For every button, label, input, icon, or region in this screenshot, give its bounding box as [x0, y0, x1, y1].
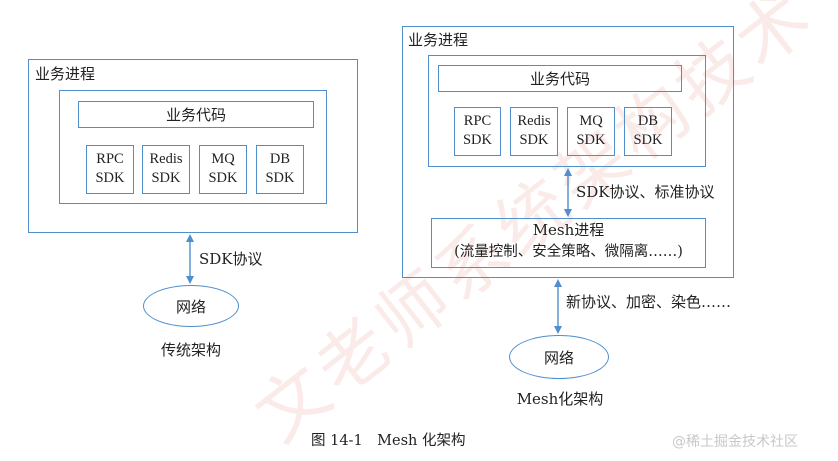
mesh-title: Mesh进程	[532, 221, 605, 239]
left-process-label: 业务进程	[35, 65, 96, 83]
sdk-line2: SDK	[151, 170, 181, 186]
right-process-label: 业务进程	[408, 31, 469, 49]
right-business-code-label: 业务代码	[529, 70, 590, 88]
left-business-code-box: 业务代码	[78, 101, 314, 128]
sdk-line1: DB	[637, 113, 659, 129]
right-business-process-box	[402, 26, 734, 278]
sdk-line2: SDK	[633, 132, 663, 148]
sdk-line1: Redis	[149, 151, 183, 167]
left-network-ellipse: 网络	[143, 285, 239, 327]
left-sdk-mq: MQ SDK	[199, 145, 247, 194]
sdk-line1: RPC	[463, 113, 492, 129]
left-arrow-label: SDK协议	[199, 250, 263, 268]
right-business-code-box: 业务代码	[438, 65, 682, 92]
right-inner-box	[428, 55, 706, 167]
sdk-line2: SDK	[576, 132, 606, 148]
right-sdk-rpc: RPC SDK	[454, 107, 501, 156]
right-sdk-db: DB SDK	[624, 107, 672, 156]
credit-text: @稀土掘金技术社区	[672, 434, 798, 450]
left-network-label: 网络	[175, 297, 206, 316]
sdk-line1: MQ	[211, 151, 235, 167]
sdk-line1: RPC	[96, 151, 124, 167]
right-sdk-redis: Redis SDK	[510, 107, 558, 156]
right-arrow-label-top: SDK协议、标准协议	[576, 183, 715, 201]
left-inner-box	[59, 90, 327, 204]
mesh-desc: (流量控制、安全策略、微隔离……)	[454, 244, 683, 260]
right-network-label: 网络	[543, 348, 574, 367]
sdk-line2: SDK	[462, 132, 492, 148]
left-caption: 传统架构	[160, 341, 221, 359]
figure-caption: 图 14-1 Mesh 化架构	[311, 433, 466, 449]
right-arrow-label-bottom: 新协议、加密、染色……	[566, 293, 732, 311]
right-network-ellipse: 网络	[509, 335, 609, 379]
left-sdk-db: DB SDK	[256, 145, 304, 194]
sdk-line1: Redis	[517, 113, 551, 129]
left-sdk-redis: Redis SDK	[142, 145, 190, 194]
left-business-process-box	[28, 59, 358, 233]
sdk-line1: MQ	[579, 113, 603, 129]
sdk-line1: DB	[269, 151, 291, 167]
sdk-line2: SDK	[265, 170, 295, 186]
right-caption: Mesh化架构	[516, 390, 604, 408]
sdk-line2: SDK	[208, 170, 238, 186]
sdk-line2: SDK	[95, 170, 125, 186]
mesh-process-box	[431, 218, 706, 268]
left-business-code-label: 业务代码	[165, 106, 226, 124]
right-sdk-mq: MQ SDK	[567, 107, 615, 156]
left-sdk-rpc: RPC SDK	[86, 145, 134, 194]
sdk-line2: SDK	[519, 132, 549, 148]
